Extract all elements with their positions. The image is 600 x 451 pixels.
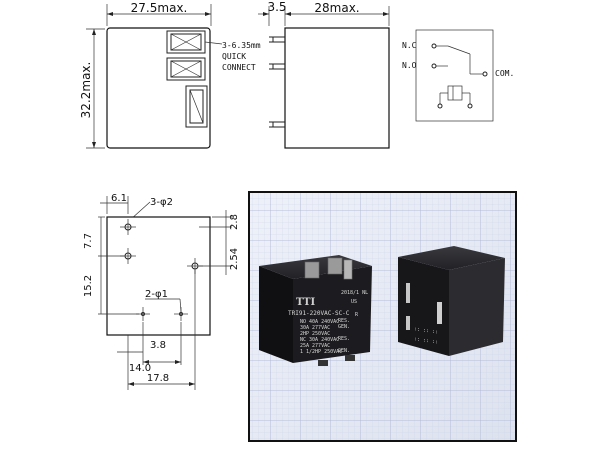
terminal-note-line1: 3-6.35mm <box>222 41 261 50</box>
rating-line-2: 30A 277VAC <box>300 325 330 331</box>
switch-contact <box>447 45 471 55</box>
terminal-note-line3: CONNECT <box>222 63 256 72</box>
res-label-2: RES. <box>338 336 350 342</box>
relay-body-side <box>284 27 390 149</box>
side-pin-label: 3.5 <box>267 0 286 14</box>
model-number: TRI91-220VAC-SC-C <box>288 310 350 317</box>
nc-label: N.C <box>402 41 417 50</box>
front-view: 27.5max. 32.2max. 3-6.35mm QUICK CONNECT <box>79 1 261 149</box>
front-height-label: 32.2max. <box>79 62 93 119</box>
date-code: 2018/1 NL <box>341 290 368 296</box>
res-label: RES. <box>338 318 350 324</box>
brand-logo: TTI <box>296 297 316 308</box>
svg-text::: :: ::: :: :: :: <box>414 336 438 345</box>
no-label: N.O <box>402 61 417 70</box>
schematic-frame <box>415 29 494 122</box>
bottom-dim-1: 3.8 <box>150 340 166 351</box>
holes-label: 3-φ2 <box>150 197 173 208</box>
svg-text::: :: ::: :: :: :: <box>414 326 438 335</box>
cert-mark: R <box>355 312 359 318</box>
gen-label-2: GEN. <box>338 348 350 354</box>
product-photo: :: :: :: :: :: :: TTI 2018/1 NL US TRI91… <box>248 191 517 442</box>
mounting-hole-1 <box>120 219 136 235</box>
relay-body-bottom <box>106 216 211 336</box>
quick-connect-terminal-2 <box>166 57 206 81</box>
left-dim-1: 7.7 <box>83 233 94 249</box>
bottom-top-left-label: 6.1 <box>111 193 127 204</box>
rating-line-4: NC 30A 240VAC <box>300 337 339 343</box>
terminal-note-line2: QUICK <box>222 52 246 61</box>
left-dim-2: 15.2 <box>83 275 94 297</box>
right-dim-2: 2.54 <box>229 248 240 270</box>
small-holes-label: 2-φ1 <box>145 289 168 300</box>
quick-connect-terminal-3 <box>185 85 208 128</box>
coil-symbol <box>447 85 463 101</box>
bottom-dim-3: 17.8 <box>147 373 169 384</box>
rating-line-3: 2HP 250VAC <box>300 331 330 337</box>
front-width-label: 27.5max. <box>131 1 188 15</box>
us-mark: US <box>351 299 357 305</box>
right-dim-1: 2.8 <box>229 214 240 230</box>
side-depth-label: 28max. <box>314 1 359 15</box>
wiring-schematic: N.C N.O COM. <box>402 29 514 122</box>
side-view: 3.5 28max. <box>258 0 390 149</box>
rating-line-5: 25A 277VAC <box>300 343 330 349</box>
rating-line-1: NO 40A 240VAC <box>300 319 339 325</box>
bottom-dim-2: 14.0 <box>129 363 151 374</box>
relay-photo-front: TTI 2018/1 NL US TRI91-220VAC-SC-C R NO … <box>259 255 372 366</box>
relay-body-front <box>106 27 211 149</box>
rating-line-6: 1 1/2HP 250VAC <box>300 349 342 355</box>
bottom-view: 6.1 3-φ2 2-φ1 <box>83 193 240 390</box>
com-label: COM. <box>495 69 514 78</box>
relay-photo-back: :: :: :: :: :: :: <box>398 246 505 356</box>
gen-label: GEN. <box>338 324 350 330</box>
